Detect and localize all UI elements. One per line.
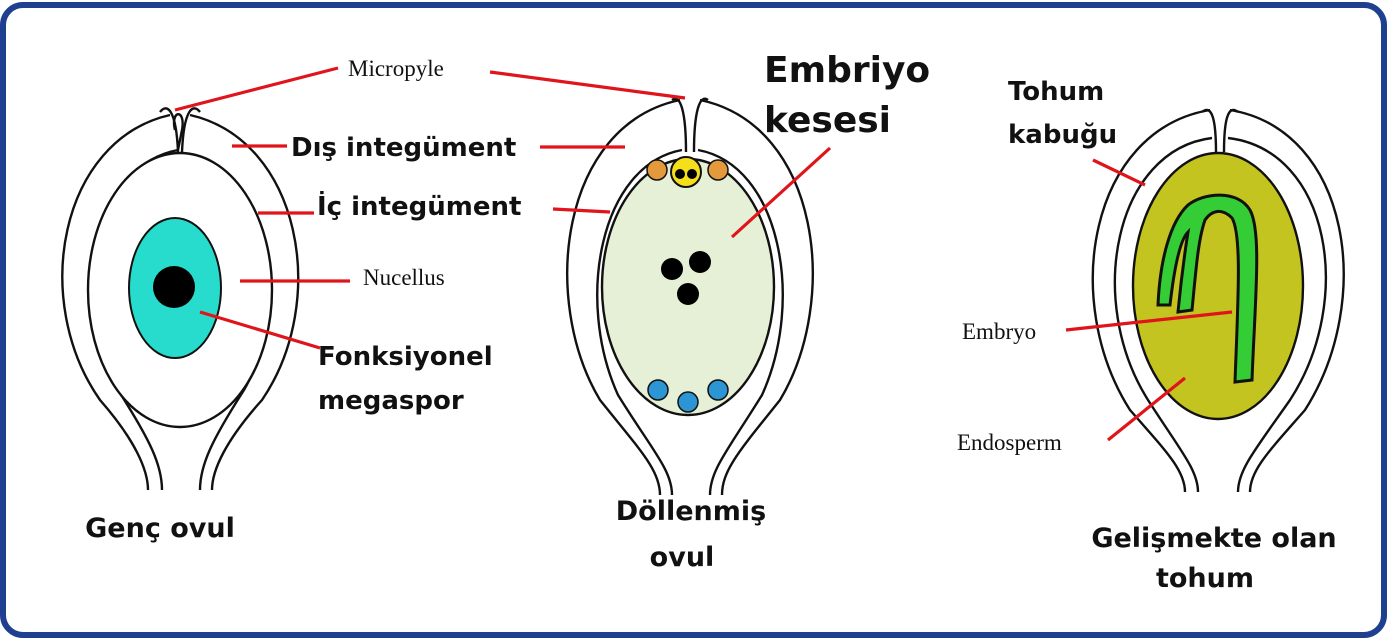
megaspore-label-line1: Fonksiyonel — [318, 342, 493, 372]
antipodal-left — [648, 380, 668, 400]
synergid-left — [647, 160, 667, 180]
polar-nucleus-1 — [661, 258, 683, 280]
antipodal-right — [708, 380, 728, 400]
antipodal-middle — [678, 392, 698, 412]
developing-seed-caption-line1: Gelişmekte olan — [1091, 523, 1336, 554]
fertilized-ovule-caption-line2: ovul — [650, 542, 715, 573]
embryo-sac-label-line1: Embriyo — [764, 50, 930, 91]
egg-nucleus-b — [687, 169, 697, 179]
inner-integument-label: İç integüment — [317, 190, 521, 222]
polar-nucleus-2 — [689, 251, 711, 273]
fertilized-ovule-caption-line1: Döllenmiş — [616, 496, 766, 527]
endosperm-label: Endosperm — [957, 430, 1062, 455]
embryo-sac-label-line2: kesesi — [764, 100, 891, 141]
outer-integument-label: Dış integüment — [291, 133, 516, 163]
embryo-label: Embryo — [962, 319, 1036, 344]
polar-nucleus-3 — [677, 283, 699, 305]
synergid-right — [708, 160, 728, 180]
micropyle-label: Micropyle — [348, 56, 444, 81]
seed-coat-label-line2: kabuğu — [1008, 120, 1117, 150]
seed-coat-label-line1: Tohum — [1008, 77, 1104, 107]
megaspore-nucleus — [153, 266, 195, 308]
young-ovule-caption: Genç ovul — [85, 513, 235, 544]
megaspore-label-line2: megaspor — [318, 386, 464, 416]
egg-nucleus-a — [675, 169, 685, 179]
nucellus-label: Nucellus — [363, 265, 445, 290]
developing-seed-caption-line2: tohum — [1156, 563, 1254, 594]
